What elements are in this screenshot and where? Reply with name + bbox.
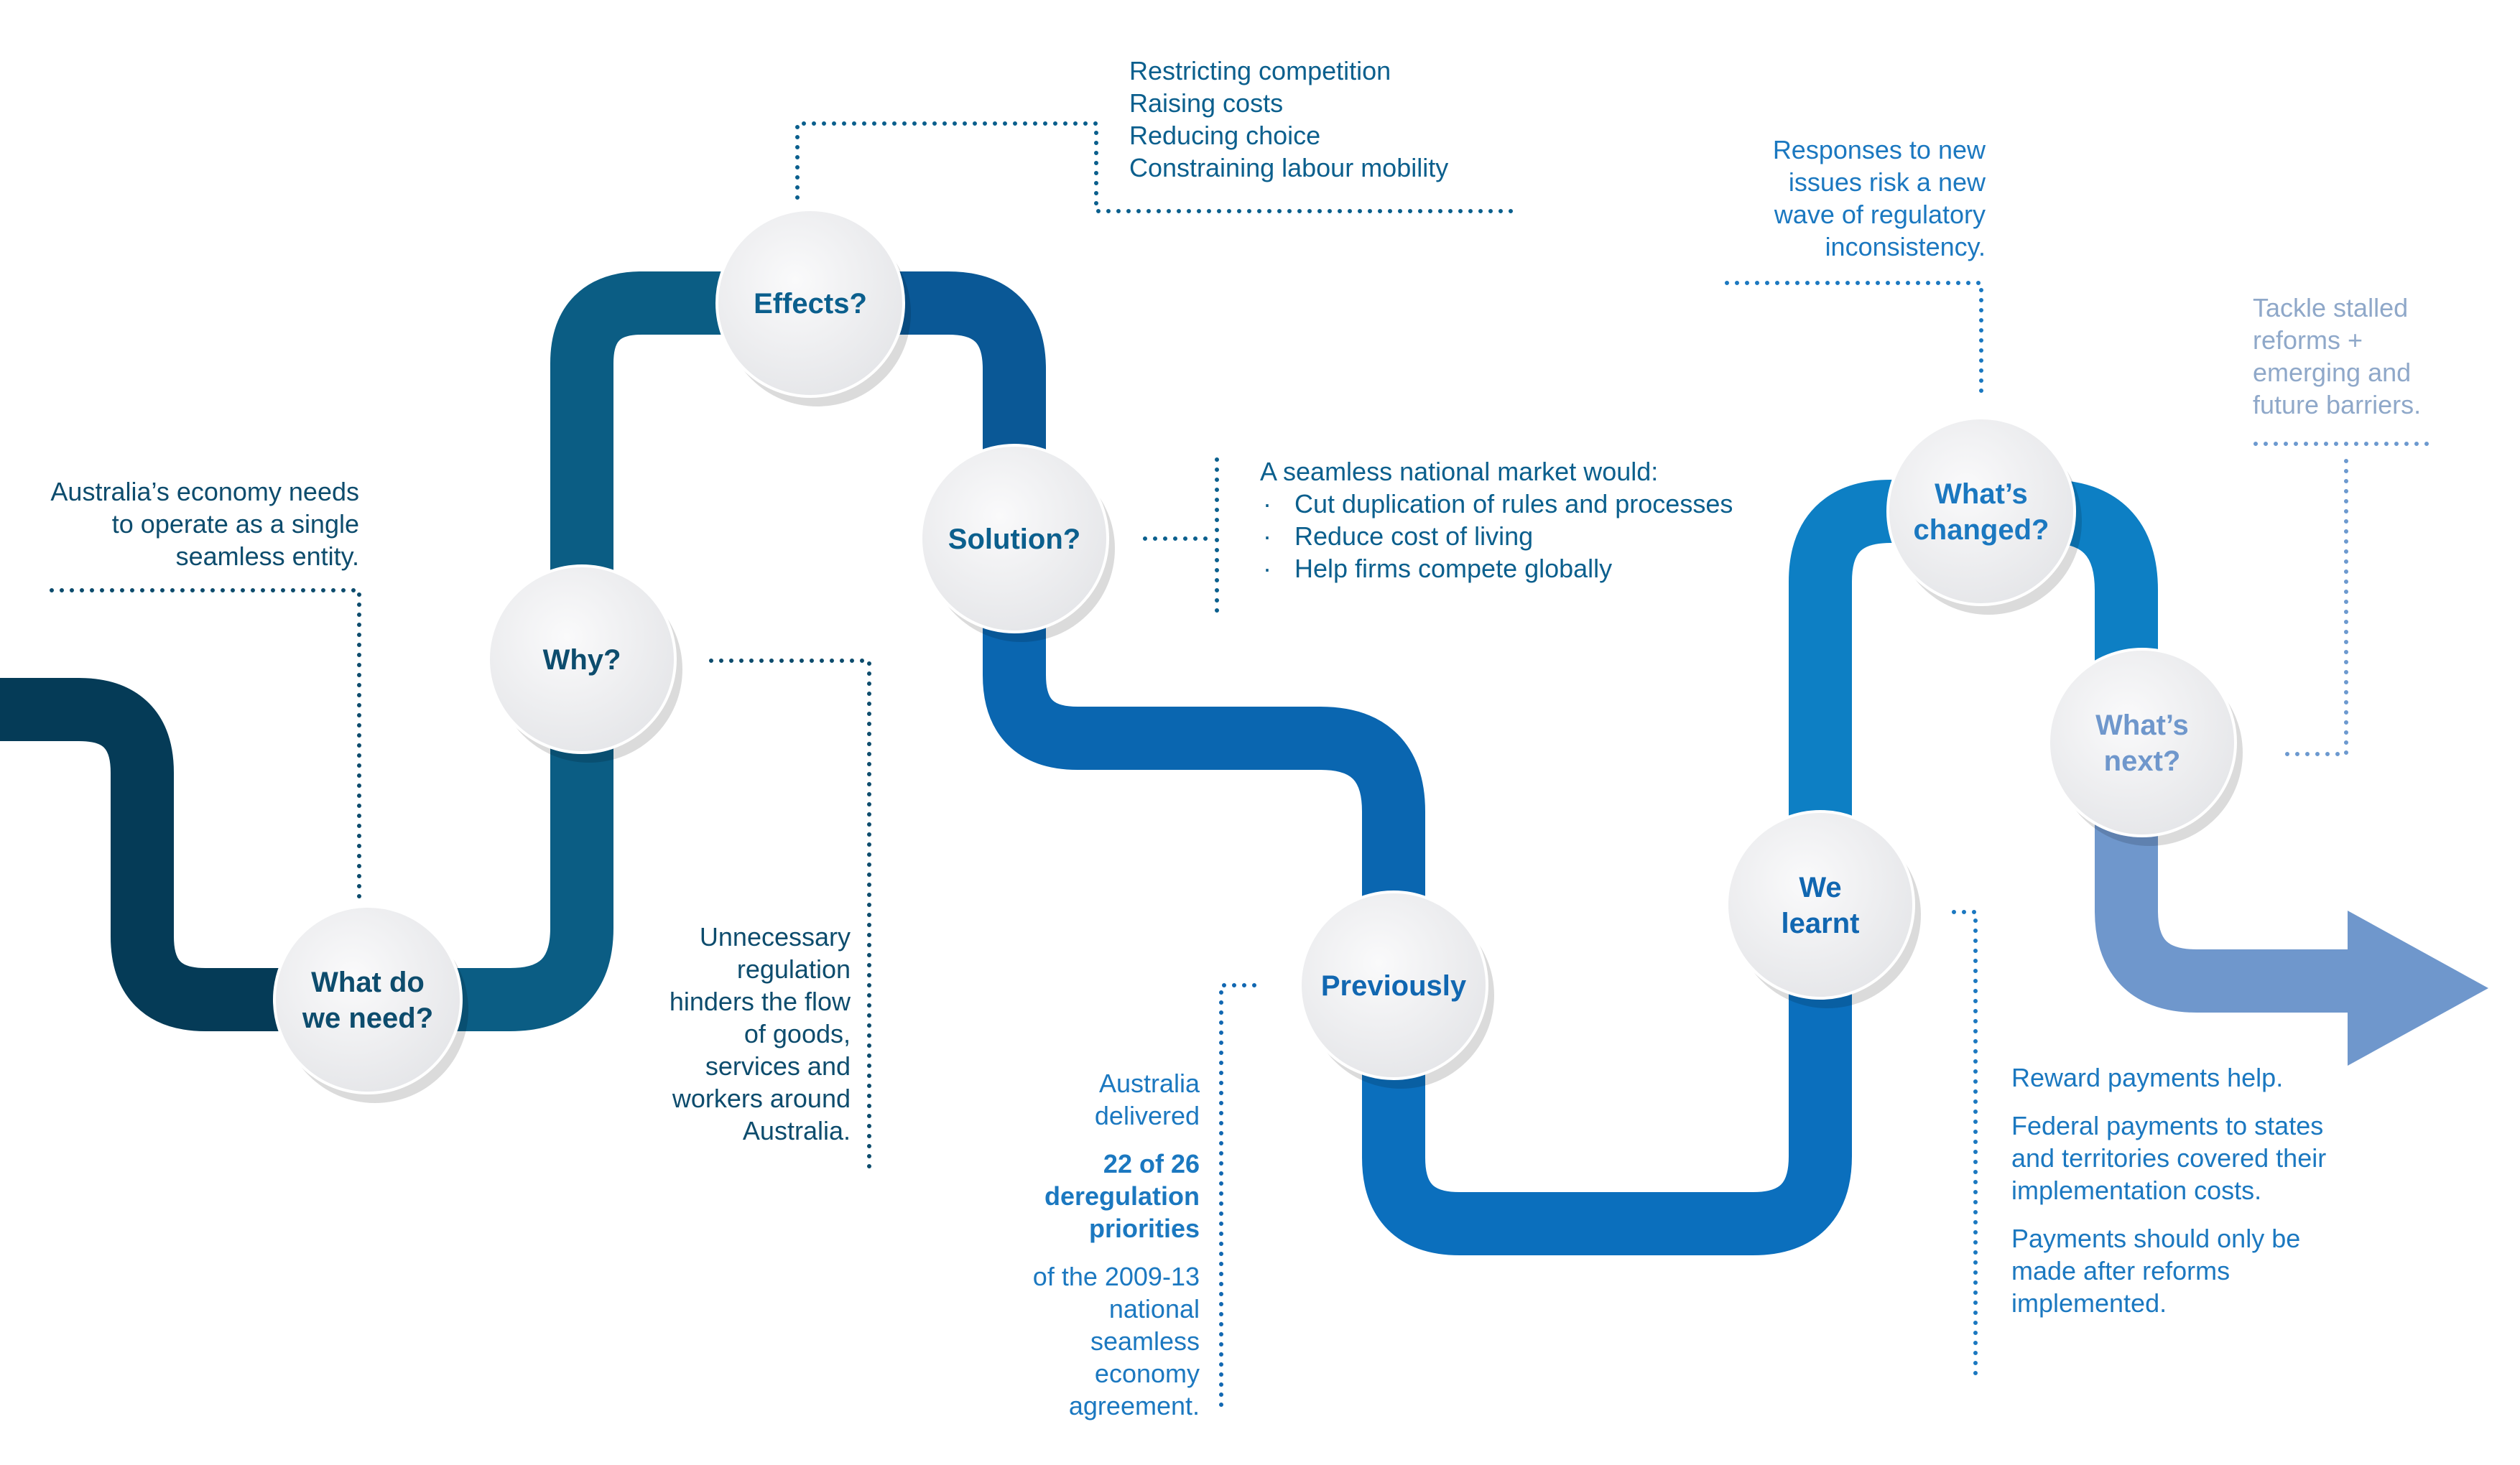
learnt-item: Reward payments help. (2011, 1063, 2284, 1092)
previously-lead: Australia delivered (1094, 1069, 1200, 1130)
note-solution: A seamless national market would: Cut du… (1260, 455, 1777, 585)
note-whats-next: Tackle stalled reforms + emerging and fu… (2253, 292, 2468, 421)
learnt-item: Federal payments to states and territori… (2011, 1111, 2327, 1205)
solution-list: Cut duplication of rules and processes R… (1260, 488, 1777, 585)
connector-previously (1219, 983, 1256, 1415)
learnt-item: Payments should only be made after refor… (2011, 1224, 2301, 1318)
previously-tail: of the 2009-13 national seamless economy… (1032, 1262, 1200, 1420)
effect-item: Restricting competition (1129, 56, 1391, 85)
effect-item: Constraining labour mobility (1129, 153, 1449, 182)
node-why: Why? (487, 564, 682, 763)
node-label: What do (311, 967, 425, 998)
node-layer: What do we need? Why? Effects? Solution? Prev… (273, 208, 2243, 1103)
node-we-learnt: We learnt (1725, 810, 1921, 1008)
note-why-text: Unnecessary regulation hinders the flow … (669, 922, 851, 1145)
node-previously: Previously (1299, 890, 1494, 1089)
effect-item: Reducing choice (1129, 121, 1321, 150)
solution-bullet: Help firms compete globally (1260, 552, 1777, 585)
connector-what-we-need (50, 588, 361, 901)
node-label: next? (2104, 745, 2181, 777)
previously-highlight: 22 of 26 deregulation priorities (1044, 1149, 1200, 1243)
path-segment-7 (2095, 743, 2356, 1013)
path-segment-3 (810, 271, 1046, 539)
node-circle (273, 905, 463, 1094)
connector-whats-next (2253, 442, 2437, 756)
arrow-head (2348, 911, 2488, 1066)
node-label: learnt (1782, 908, 1860, 939)
node-circle (715, 208, 905, 398)
node-circle (487, 564, 677, 754)
node-solution: Solution? (919, 444, 1115, 642)
node-circle (1886, 417, 2076, 606)
node-label: Effects? (754, 288, 867, 320)
node-circle (919, 444, 1109, 633)
note-why: Unnecessary regulation hinders the flow … (647, 921, 851, 1147)
node-label: What’s (1935, 478, 2028, 510)
effect-item: Raising costs (1129, 88, 1284, 118)
path-segment-2 (368, 271, 810, 1031)
connector-effects (795, 121, 1519, 213)
path-segment-1 (0, 678, 368, 1031)
connector-we-learnt (1952, 910, 1978, 1378)
note-what-we-need: Australia’s economy needs to operate as … (29, 475, 359, 572)
note-effects: Restricting competition Raising costs Re… (1129, 55, 1589, 184)
path-segment-4 (983, 539, 1425, 985)
node-circle (1725, 810, 1915, 1000)
node-label: we need? (302, 1003, 433, 1034)
solution-bullet: Reduce cost of living (1260, 520, 1777, 552)
note-we-learnt: Reward payments help. Federal payments t… (2011, 1061, 2356, 1319)
note-whats-changed-text: Responses to new issues risk a new wave … (1772, 135, 1986, 261)
node-label: Why? (543, 644, 621, 676)
node-circle (2047, 648, 2237, 837)
node-label: What’s (2095, 710, 2189, 741)
node-what-we-need: What do we need? (273, 905, 468, 1103)
solution-intro: A seamless national market would: (1260, 457, 1659, 486)
node-label: We (1799, 872, 1841, 903)
note-whats-next-text: Tackle stalled reforms + emerging and fu… (2253, 293, 2422, 419)
connector-whats-changed (1725, 281, 1983, 396)
solution-bullet: Cut duplication of rules and processes (1260, 488, 1777, 520)
node-label: Solution? (948, 524, 1080, 555)
note-previously: Australia delivered 22 of 26 deregulatio… (999, 1067, 1200, 1422)
node-whats-changed: What’s changed? (1886, 417, 2082, 615)
path-segment-5 (1362, 905, 1852, 1255)
node-effects: Effects? (715, 208, 911, 406)
node-circle (1299, 890, 1488, 1080)
node-label: Previously (1321, 970, 1467, 1002)
note-whats-changed: Responses to new issues risk a new wave … (1727, 134, 1986, 263)
node-whats-next: What’s next? (2047, 648, 2243, 846)
node-label: changed? (1914, 514, 2049, 546)
note-what-we-need-text: Australia’s economy needs to operate as … (50, 477, 359, 571)
